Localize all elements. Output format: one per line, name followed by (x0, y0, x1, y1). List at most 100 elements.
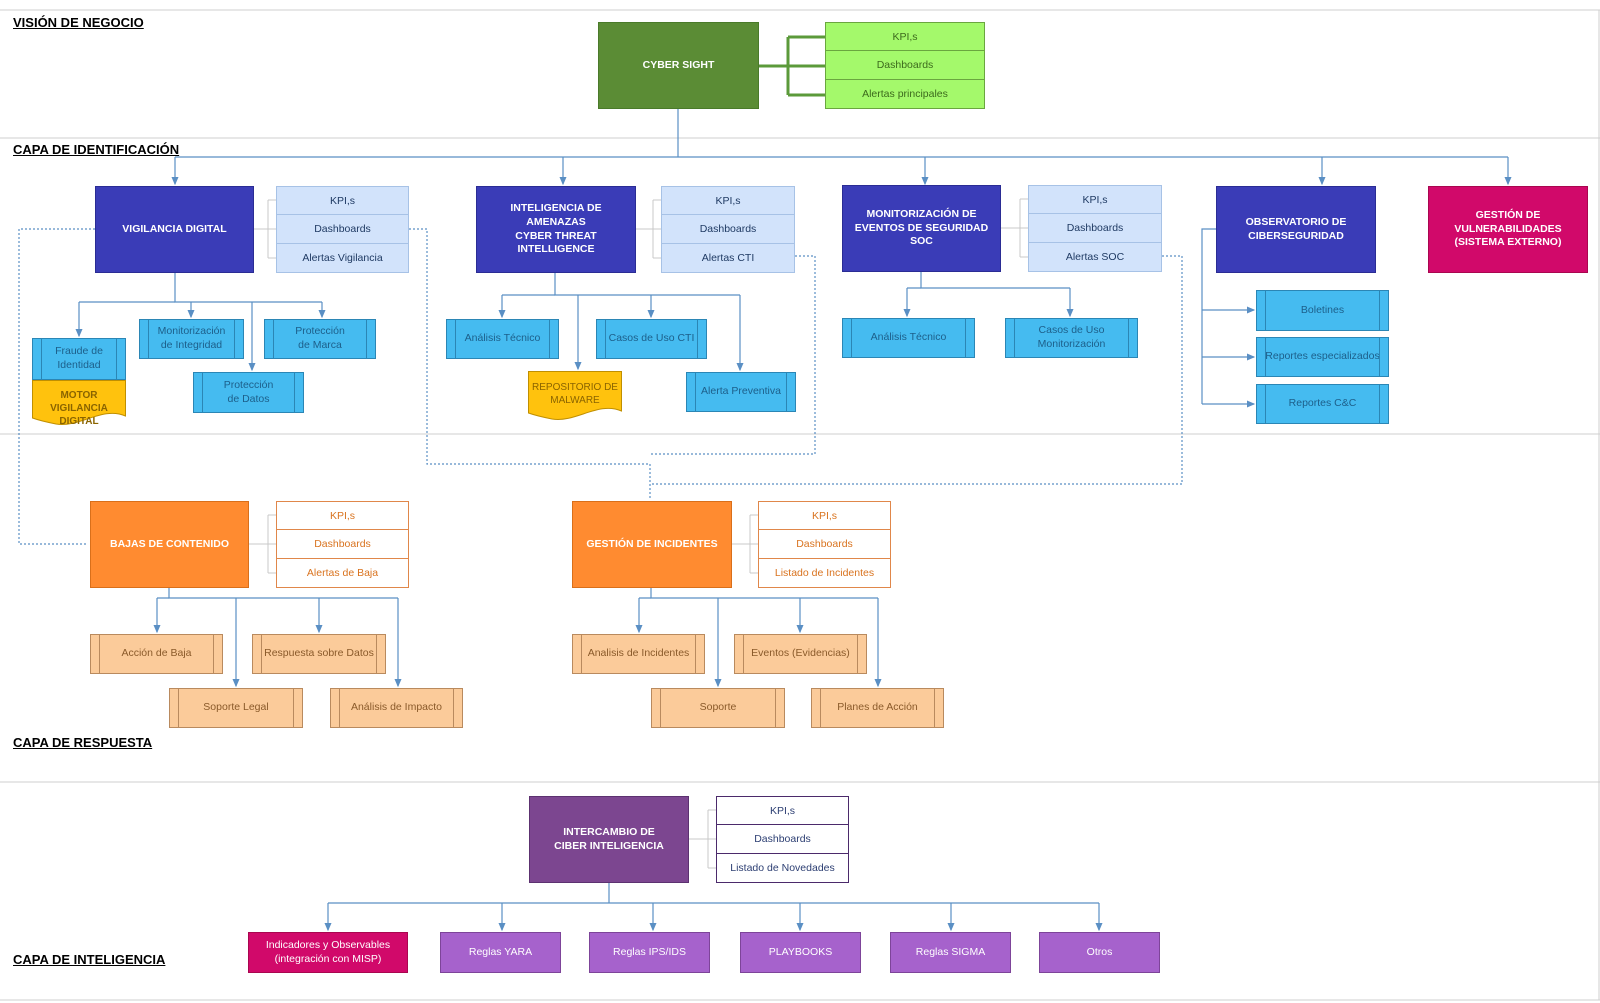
analisis-impacto-node[interactable]: Análisis de Impacto (330, 688, 463, 728)
otros-node[interactable]: Otros (1039, 932, 1160, 973)
fraude-identidad-node[interactable]: Fraude de Identidad (32, 338, 126, 380)
misp-line-1: Indicadores y Observables (265, 938, 391, 951)
accion-baja-label: Acción de Baja (121, 647, 192, 660)
kpi-row[interactable]: KPI,s (759, 502, 890, 531)
alerts-row[interactable]: Alertas CTI (701, 251, 755, 264)
kpi-row[interactable]: KPI,s (717, 797, 848, 826)
gestion-incidentes-node[interactable]: GESTIÓN DE INCIDENTES (572, 501, 732, 588)
kpi-bracket (732, 514, 758, 574)
proteccion-marca-line-2: de Marca (298, 339, 342, 351)
alerts-row[interactable]: Alertas de Baja (306, 566, 379, 579)
section-title-response: CAPA DE RESPUESTA (13, 735, 153, 750)
boletines-node[interactable]: Boletines (1256, 290, 1389, 331)
casos-uso-monitorizacion-node[interactable]: Casos de Uso Monitorización (1005, 318, 1138, 358)
vulnerabilidades-node[interactable]: GESTIÓN DE VULNERABILIDADES (SISTEMA EXT… (1428, 186, 1588, 273)
kpi-row[interactable]: KPI,s (277, 502, 408, 531)
casos-uso-cti-node[interactable]: Casos de Uso CTI (596, 319, 707, 359)
vigilancia-bus (174, 273, 322, 303)
dashboards-row[interactable]: Dashboards (717, 825, 848, 854)
proteccion-datos-line-2: de Datos (227, 392, 270, 405)
cti-analisis-tecnico-node[interactable]: Análisis Técnico (446, 319, 559, 359)
reglas-yara-label: Reglas YARA (468, 945, 533, 958)
reglas-yara-node[interactable]: Reglas YARA (440, 932, 561, 973)
vulnerabilidades-title-line-1: GESTIÓN DE VULNERABILIDADES (1454, 209, 1562, 235)
analisis-incidentes-node[interactable]: Analisis de Incidentes (572, 634, 705, 674)
observatorio-node[interactable]: OBSERVATORIO DE CIBERSEGURIDAD (1216, 186, 1376, 273)
vigilancia-to-bajas (18, 228, 95, 545)
bajas-title: BAJAS DE CONTENIDO (109, 537, 229, 550)
vigilancia-title: VIGILANCIA DIGITAL (122, 222, 227, 235)
cti-title-line-1: INTELIGENCIA DE AMENAZAS (510, 202, 602, 228)
dashboards-row[interactable]: Dashboards (662, 215, 794, 244)
section-title-business: VISIÓN DE NEGOCIO (13, 15, 144, 30)
repositorio-line-1: REPOSITORIO DE (532, 382, 618, 393)
cti-node[interactable]: INTELIGENCIA DE AMENAZAS CYBER THREAT IN… (476, 186, 636, 273)
casos-soc-line-2: Monitorización (1037, 338, 1106, 350)
soporte-node[interactable]: Soporte (651, 688, 785, 728)
proteccion-marca-node[interactable]: Protección de Marca (264, 319, 376, 359)
reglas-sigma-node[interactable]: Reglas SIGMA (890, 932, 1011, 973)
kpi-bracket (636, 199, 661, 259)
alerts-row[interactable]: Alertas Vigilancia (302, 251, 383, 264)
casos-soc-line-1: Casos de Uso (1038, 324, 1105, 337)
proteccion-datos-line-1: Protección (223, 378, 274, 391)
novedades-row[interactable]: Listado de Novedades (730, 861, 835, 874)
repositorio-malware-document[interactable]: REPOSITORIO DE MALWARE (528, 371, 622, 423)
incidentes-title: GESTIÓN DE INCIDENTES (586, 537, 718, 550)
to-analisis-incidentes (639, 597, 651, 632)
planes-accion-node[interactable]: Planes de Acción (811, 688, 944, 728)
soc-node[interactable]: MONITORIZACIÓN DE EVENTOS DE SEGURIDAD S… (842, 185, 1001, 272)
proteccion-datos-node[interactable]: Protección de Datos (193, 372, 304, 413)
soporte-legal-node[interactable]: Soporte Legal (169, 688, 303, 728)
boletines-label: Boletines (1300, 303, 1345, 316)
dashboards-row[interactable]: Dashboards (277, 215, 408, 244)
intercambio-kpi-panel: KPI,s Dashboards Listado de Novedades (716, 796, 849, 883)
reportes-cc-node[interactable]: Reportes C&C (1256, 384, 1389, 424)
misp-line-2: (integración con MISP) (274, 952, 382, 965)
eventos-label: Eventos (Evidencias) (751, 647, 850, 660)
section-title-identification: CAPA DE IDENTIFICACIÓN (13, 142, 180, 157)
vigilancia-digital-node[interactable]: VIGILANCIA DIGITAL (95, 186, 254, 273)
cyber-sight-node[interactable]: CYBER SIGHT (598, 22, 759, 109)
playbooks-node[interactable]: PLAYBOOKS (740, 932, 861, 973)
cti-bus (554, 273, 740, 296)
indicadores-misp-node[interactable]: Indicadores y Observables (integración c… (248, 932, 408, 973)
kpi-row[interactable]: KPI,s (277, 187, 408, 216)
dashboards-row[interactable]: Dashboards (826, 51, 984, 80)
alerta-preventiva-label: Alerta Preventiva (701, 385, 781, 398)
alerts-row[interactable]: Alertas principales (862, 87, 948, 100)
kpi-row[interactable]: KPI,s (662, 187, 794, 216)
observatorio-title-line-1: OBSERVATORIO DE (1245, 215, 1347, 228)
kpi-row[interactable]: KPI,s (826, 23, 984, 52)
eventos-evidencias-node[interactable]: Eventos (Evidencias) (734, 634, 867, 674)
to-accion-baja (157, 597, 169, 632)
monitorizacion-integridad-node[interactable]: Monitorización de Integridad (139, 319, 244, 359)
respuesta-datos-node[interactable]: Respuesta sobre Datos (252, 634, 386, 674)
alerta-preventiva-node[interactable]: Alerta Preventiva (686, 372, 796, 412)
cti-title-line-2: CYBER THREAT INTELLIGENCE (515, 229, 597, 256)
alerts-row[interactable]: Alertas SOC (1065, 250, 1125, 263)
kpi-bracket (254, 199, 276, 259)
motor-vigilancia-document[interactable]: MOTOR VIGILANCIA DIGITAL (32, 380, 126, 428)
kpi-row[interactable]: KPI,s (1029, 186, 1161, 215)
intercambio-node[interactable]: INTERCAMBIO DE CIBER INTELIGENCIA (529, 796, 689, 883)
document-shape (528, 371, 622, 420)
reglas-ips-ids-node[interactable]: Reglas IPS/IDS (589, 932, 710, 973)
bajas-bus (168, 588, 398, 599)
motor-line-2: DIGITAL (59, 416, 99, 427)
dashboards-row[interactable]: Dashboards (759, 530, 890, 559)
accion-baja-node[interactable]: Acción de Baja (90, 634, 223, 674)
alerts-row[interactable]: Listado de Incidentes (774, 566, 875, 579)
reportes-especializados-node[interactable]: Reportes especializados (1256, 337, 1389, 377)
bajas-contenido-node[interactable]: BAJAS DE CONTENIDO (90, 501, 249, 588)
respuesta-datos-label: Respuesta sobre Datos (264, 647, 374, 660)
cti-alerts-to-incidentes (650, 255, 816, 455)
reportes-especializados-label: Reportes especializados (1265, 350, 1380, 363)
soc-analisis-tecnico-node[interactable]: Análisis Técnico (842, 318, 975, 358)
bajas-kpi-panel: KPI,s Dashboards Alertas de Baja (276, 501, 409, 588)
dashboards-row[interactable]: Dashboards (1029, 214, 1161, 243)
incidentes-kpi-panel: KPI,s Dashboards Listado de Incidentes (758, 501, 891, 588)
dashboards-row[interactable]: Dashboards (277, 530, 408, 559)
kpi-bracket (1001, 198, 1028, 258)
